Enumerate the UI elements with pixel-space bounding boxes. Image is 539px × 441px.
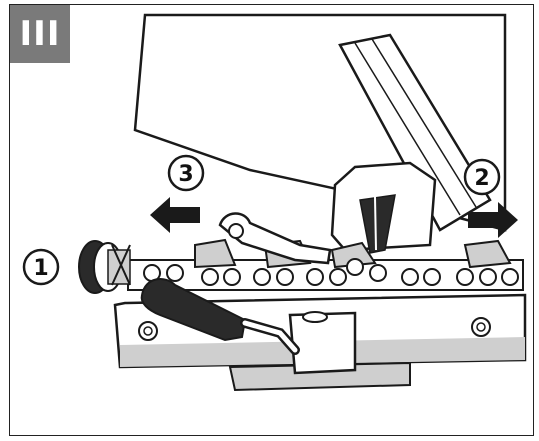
saw-chain <box>127 238 524 291</box>
step-badge: III <box>10 5 70 63</box>
callout-2-label: 2 <box>474 166 489 191</box>
callout-3-label: 3 <box>178 162 193 187</box>
arrow-left-icon <box>150 197 200 233</box>
center-post <box>288 311 357 375</box>
callout-1-label: 1 <box>33 256 48 281</box>
screw-left-icon <box>138 321 158 341</box>
tension-knob-icon <box>78 240 131 294</box>
callout-1: 1 <box>22 248 60 286</box>
callout-3: 3 <box>167 154 205 192</box>
file <box>359 194 396 254</box>
clamp-handle <box>140 278 247 342</box>
callout-2: 2 <box>463 158 501 196</box>
screw-right-icon <box>471 317 491 337</box>
arrow-right-icon <box>468 202 518 238</box>
chain-stop-lever <box>218 212 332 265</box>
illustration-frame: III <box>9 4 534 436</box>
chain-sharpener-diagram: 1 2 3 <box>22 13 527 392</box>
